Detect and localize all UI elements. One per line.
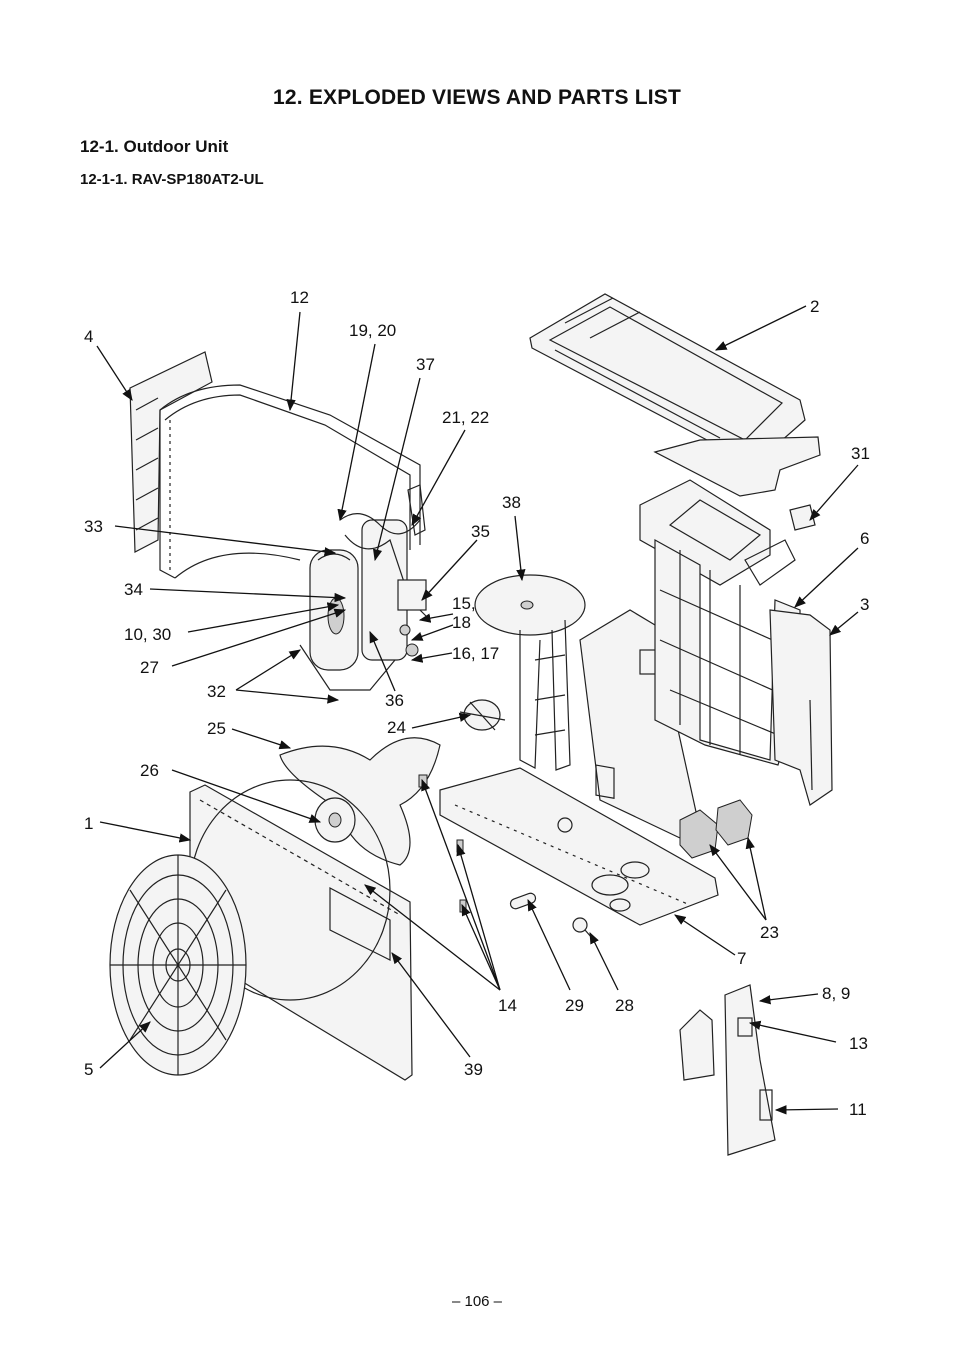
callout-24: 24 <box>387 718 406 737</box>
page-number: – 106 – <box>451 1293 503 1310</box>
condenser-coil-part <box>159 384 421 579</box>
callout-1: 1 <box>84 814 93 833</box>
callout-28: 28 <box>615 996 634 1015</box>
callout-13: 13 <box>849 1034 868 1053</box>
page-title: 12. EXPLODED VIEWS AND PARTS LIST <box>273 86 681 109</box>
fan-motor-part <box>459 699 506 731</box>
propeller-fan-part <box>279 737 441 866</box>
callout-27: 27 <box>140 658 159 677</box>
callout-15: 15, <box>452 594 476 613</box>
callout-26: 26 <box>140 761 159 780</box>
callout-7: 7 <box>737 949 746 968</box>
callout-4: 4 <box>84 327 93 346</box>
callout-5: 5 <box>84 1060 93 1079</box>
motor-bracket-part <box>474 574 586 771</box>
parts-sketch <box>109 293 833 1156</box>
callout-18: 18 <box>452 613 471 632</box>
control-box-part <box>639 479 816 586</box>
callout-labels: 12 19, 20 2 4 37 21, 22 31 38 33 35 6 34… <box>84 288 870 1119</box>
callout-8-9: 8, 9 <box>822 984 850 1003</box>
callout-35: 35 <box>471 522 490 541</box>
callout-23: 23 <box>760 923 779 942</box>
side-guard-part <box>129 351 213 553</box>
terminal-parts <box>679 799 753 859</box>
callout-3: 3 <box>860 595 869 614</box>
callout-10-30: 10, 30 <box>124 625 171 644</box>
callout-37: 37 <box>416 355 435 374</box>
callout-38: 38 <box>502 493 521 512</box>
callout-31: 31 <box>851 444 870 463</box>
callout-16-17: 16, 17 <box>452 644 499 663</box>
callout-14: 14 <box>498 996 517 1015</box>
callout-21-22: 21, 22 <box>442 408 489 427</box>
callout-29: 29 <box>565 996 584 1015</box>
leader-lines <box>96 305 859 1115</box>
service-panel-part <box>679 984 776 1156</box>
callout-39: 39 <box>464 1060 483 1079</box>
top-panel-part <box>529 293 821 497</box>
callout-34: 34 <box>124 580 143 599</box>
callout-19-20: 19, 20 <box>349 321 396 340</box>
callout-11: 11 <box>849 1100 867 1119</box>
heat-exchanger-part <box>654 538 833 806</box>
section-heading: 12-1. Outdoor Unit <box>80 137 229 156</box>
callout-32: 32 <box>207 682 226 701</box>
callout-6: 6 <box>860 529 869 548</box>
subsection-heading: 12-1-1. RAV-SP180AT2-UL <box>80 171 264 188</box>
callout-2: 2 <box>810 297 819 316</box>
fan-guard-part <box>109 854 247 1076</box>
callout-25: 25 <box>207 719 226 738</box>
callout-36: 36 <box>385 691 404 710</box>
callout-33: 33 <box>84 517 103 536</box>
callout-12: 12 <box>290 288 309 307</box>
base-plate-part <box>439 767 719 926</box>
